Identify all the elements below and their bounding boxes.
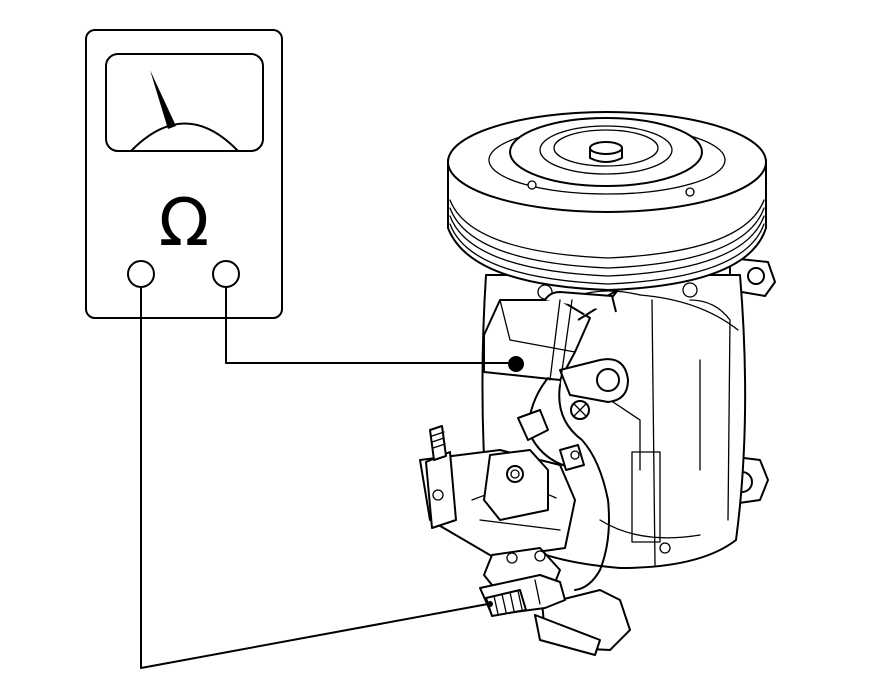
ohmmeter-icon: Ω — [85, 29, 283, 319]
ac-compressor-icon — [419, 111, 776, 656]
clutch-lead-wire — [517, 377, 610, 591]
test-lead-left — [140, 286, 489, 669]
compressor-pulley — [447, 111, 767, 291]
meter-probe-jack-left — [127, 260, 155, 288]
meter-needle — [150, 70, 176, 129]
meter-scale-arc — [130, 122, 239, 152]
meter-probe-jack-right — [212, 260, 240, 288]
measurement-terminal-2 — [487, 601, 493, 607]
test-leads — [140, 286, 517, 669]
meter-mode-symbol: Ω — [159, 184, 209, 261]
test-lead-right — [225, 286, 517, 364]
connector-plug — [479, 574, 566, 617]
meter-display — [105, 53, 264, 152]
clutch-coil-connector — [483, 289, 629, 403]
